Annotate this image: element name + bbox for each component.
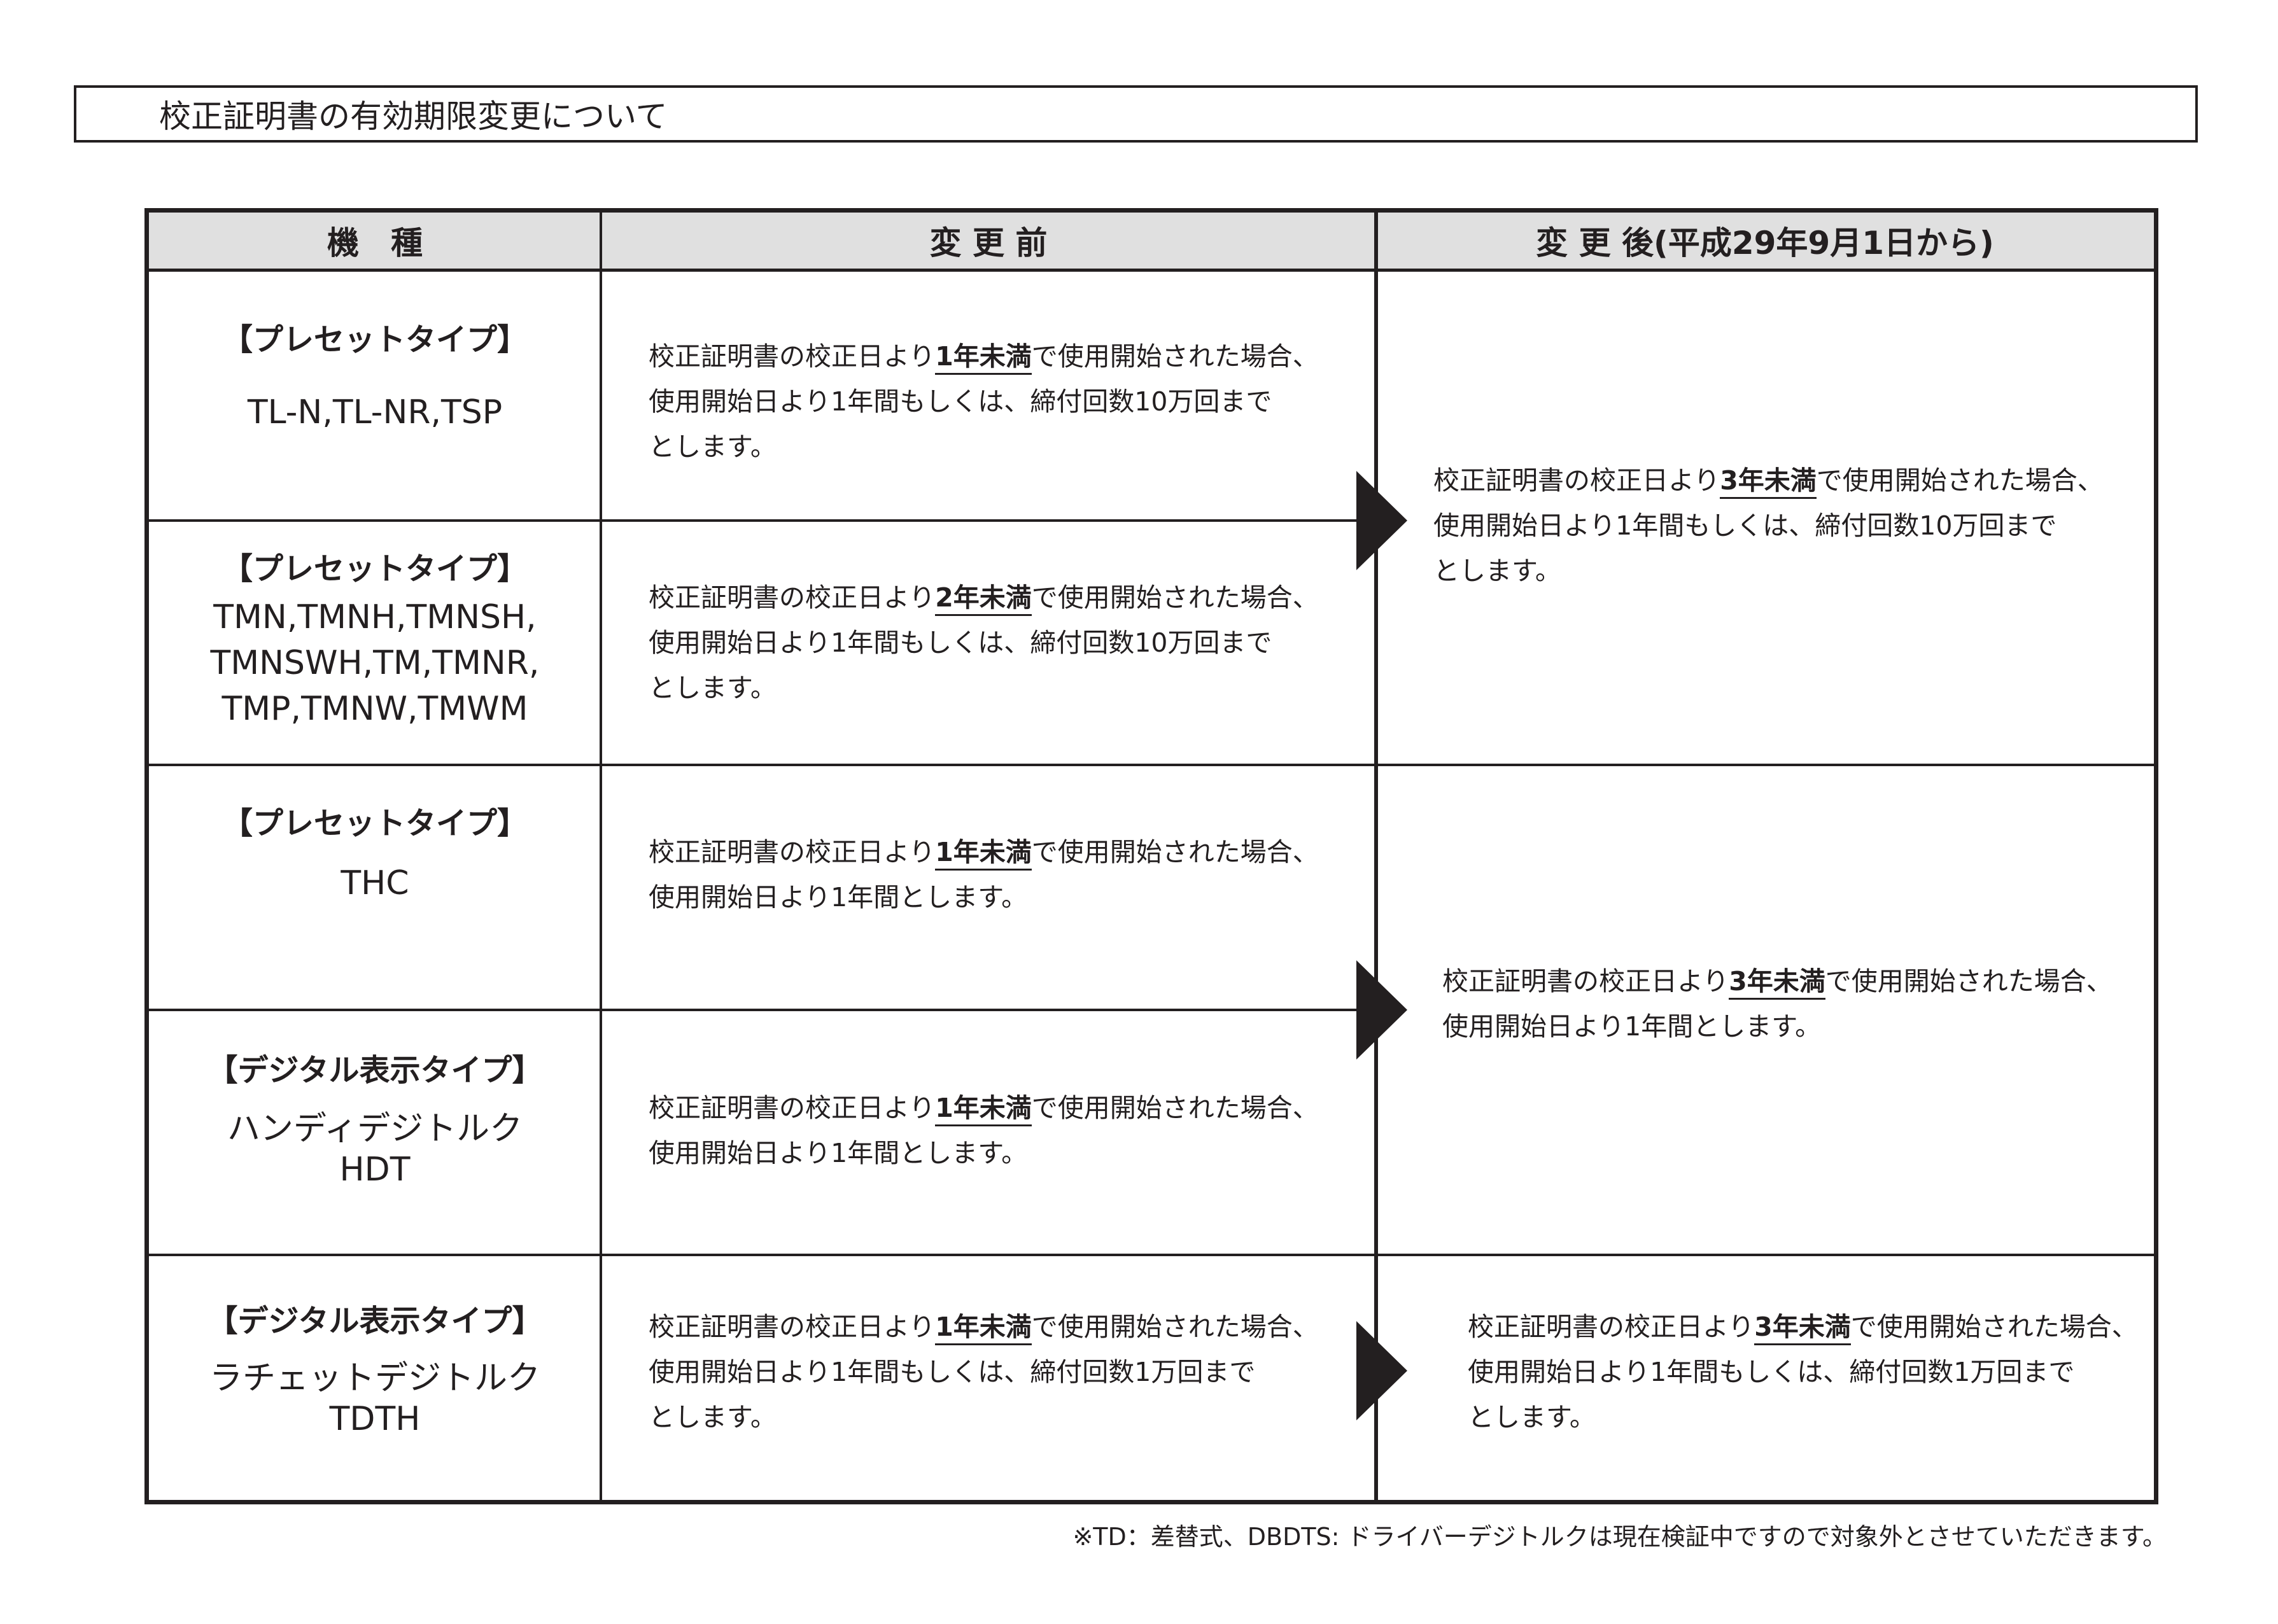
document-title: 校正証明書の有効期限変更について	[159, 98, 668, 135]
desc-highlight: 3年未満	[1729, 966, 1825, 1000]
desc-line: とします。	[649, 431, 777, 462]
right-arrow-icon	[1356, 471, 1407, 570]
model-names: ラチェットデジトルク TDTH	[149, 1358, 601, 1439]
model-cell-2: 【プレセットタイプ】 TMN,TMNH,TMNSH, TMNSWH,TM,TMN…	[149, 550, 601, 732]
desc-text: で使用開始された場合、	[1031, 582, 1319, 613]
desc-text: で使用開始された場合、	[1031, 1312, 1319, 1342]
before-cell-4: 校正証明書の校正日より1年未満で使用開始された場合、 使用開始日より1年間としま…	[649, 1086, 1319, 1176]
desc-text: で使用開始された場合、	[1031, 837, 1319, 867]
model-names: THC	[149, 860, 601, 906]
model-type: 【プレセットタイプ】	[221, 322, 528, 358]
model-type: 【デジタル表示タイプ】	[207, 1053, 543, 1088]
model-name-line: TMN,TMNH,TMNSH,	[213, 598, 537, 636]
model-names: TMN,TMNH,TMNSH, TMNSWH,TM,TMNR, TMP,TMNW…	[149, 594, 601, 732]
desc-line: とします。	[649, 673, 777, 703]
model-name-line: TMNSWH,TM,TMNR,	[210, 644, 540, 682]
column-divider-1	[600, 213, 602, 1500]
desc-line: とします。	[1433, 556, 1561, 586]
desc-highlight: 1年未満	[935, 1093, 1032, 1126]
desc-text: で使用開始された場合、	[1816, 465, 2104, 496]
model-name-line: TDTH	[329, 1400, 421, 1438]
desc-text: 校正証明書の校正日より	[1442, 966, 1729, 997]
model-name-line: TMP,TMNW,TMWM	[221, 690, 528, 728]
model-cell-5: 【デジタル表示タイプ】 ラチェットデジトルク TDTH	[149, 1302, 601, 1439]
desc-line: 使用開始日より1年間もしくは、締付回数1万回まで	[649, 1357, 1256, 1387]
before-cell-5: 校正証明書の校正日より1年未満で使用開始された場合、 使用開始日より1年間もしく…	[649, 1305, 1319, 1440]
desc-text: で使用開始された場合、	[1031, 1093, 1319, 1123]
desc-line: 使用開始日より1年間もしくは、締付回数10万回まで	[649, 386, 1272, 417]
desc-line: とします。	[649, 1402, 777, 1432]
model-cell-3: 【プレセットタイプ】 THC	[149, 804, 601, 906]
desc-text: で使用開始された場合、	[1850, 1312, 2138, 1342]
header-model: 機 種	[149, 213, 601, 272]
desc-text: 校正証明書の校正日より	[649, 341, 936, 372]
desc-text: 校正証明書の校正日より	[649, 1093, 936, 1123]
model-names: TL-N,TL-NR,TSP	[149, 389, 601, 435]
desc-highlight: 1年未満	[935, 341, 1032, 375]
footnote: ※TD：差替式、DBDTS: ドライバーデジトルクは現在検証中ですので対象外とさ…	[1072, 1523, 2167, 1551]
desc-line: 使用開始日より1年間もしくは、締付回数10万回まで	[649, 627, 1272, 658]
row-divider-3	[149, 1009, 1376, 1011]
model-cell-1: 【プレセットタイプ】 TL-N,TL-NR,TSP	[149, 321, 601, 435]
desc-highlight: 1年未満	[935, 837, 1032, 871]
after-cell-2: 校正証明書の校正日より3年未満で使用開始された場合、 使用開始日より1年間としま…	[1442, 959, 2113, 1049]
model-name-line: ラチェットデジトルク	[209, 1359, 540, 1397]
desc-line: 使用開始日より1年間とします。	[649, 1138, 1028, 1168]
model-name-line: TL-N,TL-NR,TSP	[247, 393, 503, 431]
model-name-line: THC	[341, 864, 409, 902]
model-type: 【プレセットタイプ】	[221, 806, 528, 841]
desc-line: 使用開始日より1年間とします。	[649, 882, 1028, 913]
desc-text: 校正証明書の校正日より	[649, 837, 936, 867]
model-type: 【デジタル表示タイプ】	[207, 1303, 543, 1339]
desc-line: 使用開始日より1年間とします。	[1442, 1011, 1822, 1042]
header-before: 変 更 前	[601, 213, 1376, 272]
model-name-line: HDT	[339, 1151, 411, 1189]
desc-line: とします。	[1468, 1402, 1596, 1432]
row-divider-2	[149, 764, 2154, 766]
desc-text: 校正証明書の校正日より	[649, 1312, 936, 1342]
desc-text: 校正証明書の校正日より	[1433, 465, 1720, 496]
desc-text: で使用開始された場合、	[1031, 341, 1319, 372]
before-cell-1: 校正証明書の校正日より1年未満で使用開始された場合、 使用開始日より1年間もしく…	[649, 334, 1319, 470]
desc-text: で使用開始された場合、	[1825, 966, 2113, 997]
desc-highlight: 3年未満	[1754, 1312, 1851, 1345]
row-divider-1	[149, 519, 1376, 522]
row-divider-4	[149, 1254, 2154, 1256]
right-arrow-icon	[1356, 960, 1407, 1060]
title-box: 校正証明書の有効期限変更について	[74, 85, 2198, 143]
desc-line: 使用開始日より1年間もしくは、締付回数10万回まで	[1433, 510, 2057, 541]
model-name-line: ハンディデジトルク	[227, 1110, 523, 1148]
column-divider-2	[1374, 213, 1378, 1500]
calibration-validity-table: 機 種 変 更 前 変 更 後(平成29年9月1日から) 【プレセットタイプ】 …	[144, 208, 2158, 1504]
model-cell-4: 【デジタル表示タイプ】 ハンディデジトルク HDT	[149, 1051, 601, 1190]
desc-line: 使用開始日より1年間もしくは、締付回数1万回まで	[1468, 1357, 2075, 1387]
header-after: 変 更 後(平成29年9月1日から)	[1376, 213, 2154, 272]
desc-highlight: 1年未満	[935, 1312, 1032, 1345]
desc-text: 校正証明書の校正日より	[1468, 1312, 1755, 1342]
before-cell-3: 校正証明書の校正日より1年未満で使用開始された場合、 使用開始日より1年間としま…	[649, 830, 1319, 920]
right-arrow-icon	[1356, 1321, 1407, 1420]
after-cell-1: 校正証明書の校正日より3年未満で使用開始された場合、 使用開始日より1年間もしく…	[1433, 458, 2104, 594]
desc-highlight: 3年未満	[1720, 465, 1817, 499]
before-cell-2: 校正証明書の校正日より2年未満で使用開始された場合、 使用開始日より1年間もしく…	[649, 575, 1319, 711]
desc-text: 校正証明書の校正日より	[649, 582, 936, 613]
model-type: 【プレセットタイプ】	[221, 551, 528, 587]
after-cell-3: 校正証明書の校正日より3年未満で使用開始された場合、 使用開始日より1年間もしく…	[1468, 1305, 2138, 1440]
desc-highlight: 2年未満	[935, 582, 1032, 616]
model-names: ハンディデジトルク HDT	[149, 1109, 601, 1190]
